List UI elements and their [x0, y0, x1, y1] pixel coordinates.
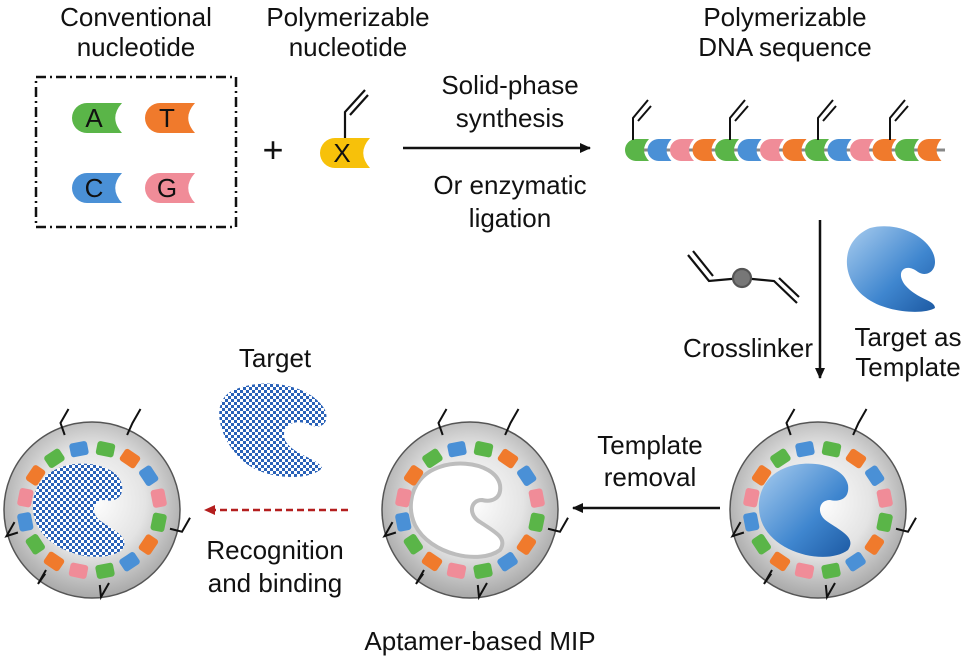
mip-empty-cavity	[381, 408, 569, 601]
template-removal-label-line1: Template	[597, 430, 703, 460]
vinyl-group-icon	[98, 582, 110, 601]
template-protein-icon	[758, 463, 851, 557]
vinyl-group-icon	[126, 408, 142, 436]
recognition-label-line1: Recognition	[206, 535, 344, 565]
mip-label: Aptamer-based MIP	[364, 626, 596, 656]
nucleotide-x: X	[320, 89, 370, 168]
recognition-label-line2: and binding	[207, 568, 343, 598]
mip-with-target	[3, 408, 191, 601]
plus-sign: +	[262, 129, 284, 170]
conventional-label-line2: nucleotide	[76, 32, 196, 62]
vinyl-group-icon	[889, 99, 909, 140]
target-template-label-line2: Template	[855, 352, 961, 382]
nucleotide-letter: C	[85, 173, 104, 203]
crosslinker-label: Crosslinker	[682, 333, 814, 363]
synthesis-label-line1: Solid-phase	[441, 70, 579, 100]
vinyl-group-icon	[852, 408, 868, 436]
vinyl-group-icon	[817, 99, 837, 140]
vinyl-group-icon	[504, 408, 520, 436]
dna-sequence-label-line1: Polymerizable	[703, 2, 867, 32]
target-template-icon	[846, 226, 935, 312]
conventional-nucleotide-box	[34, 75, 238, 229]
vinyl-group-icon	[895, 517, 917, 533]
vinyl-group-icon	[763, 569, 773, 585]
nucleotide-c: C	[72, 173, 122, 203]
ligation-label-line1: Or enzymatic	[433, 170, 587, 200]
vinyl-group-icon	[415, 569, 425, 585]
vinyl-group-icon	[4, 521, 19, 538]
target-icon	[219, 383, 327, 478]
crosslinker-icon	[687, 250, 800, 304]
vinyl-group-icon	[37, 569, 47, 585]
target-template-label-line1: Target as	[854, 322, 962, 352]
vinyl-group-icon	[824, 582, 836, 601]
template-removal-label-line2: removal	[603, 462, 697, 492]
nucleotide-letter: X	[333, 138, 350, 168]
vinyl-group-icon	[476, 582, 488, 601]
conventional-label-line1: Conventional	[60, 2, 212, 32]
vinyl-group-icon	[382, 521, 397, 538]
bound-target-icon	[32, 463, 125, 557]
nucleotide-letter: G	[157, 173, 177, 203]
nucleotide-g: G	[145, 173, 195, 203]
vinyl-group-icon	[729, 99, 749, 140]
vinyl-group-icon	[437, 408, 448, 436]
dna-sequence-label-line2: DNA sequence	[698, 32, 872, 62]
synthesis-label-line2: synthesis	[455, 103, 565, 133]
mip-with-template	[729, 408, 917, 601]
vinyl-group-icon	[730, 521, 745, 538]
nucleotide-a: A	[72, 103, 122, 133]
target-label: Target	[238, 343, 312, 373]
vinyl-group-icon	[632, 99, 652, 140]
vinyl-group-icon	[59, 408, 70, 436]
dna-sequence	[625, 99, 945, 161]
ligation-label-line2: ligation	[468, 203, 552, 233]
vinyl-group-icon	[785, 408, 796, 436]
vinyl-group-icon	[343, 89, 369, 138]
polymerizable-label-line2: nucleotide	[288, 32, 408, 62]
nucleotide-t: T	[145, 103, 195, 133]
vinyl-group-icon	[169, 517, 191, 533]
nucleotide-letter: T	[159, 103, 175, 133]
vinyl-group-icon	[547, 517, 569, 533]
nucleotide-letter: A	[85, 103, 103, 133]
polymerizable-label-line1: Polymerizable	[266, 2, 430, 32]
empty-cavity	[408, 461, 505, 559]
